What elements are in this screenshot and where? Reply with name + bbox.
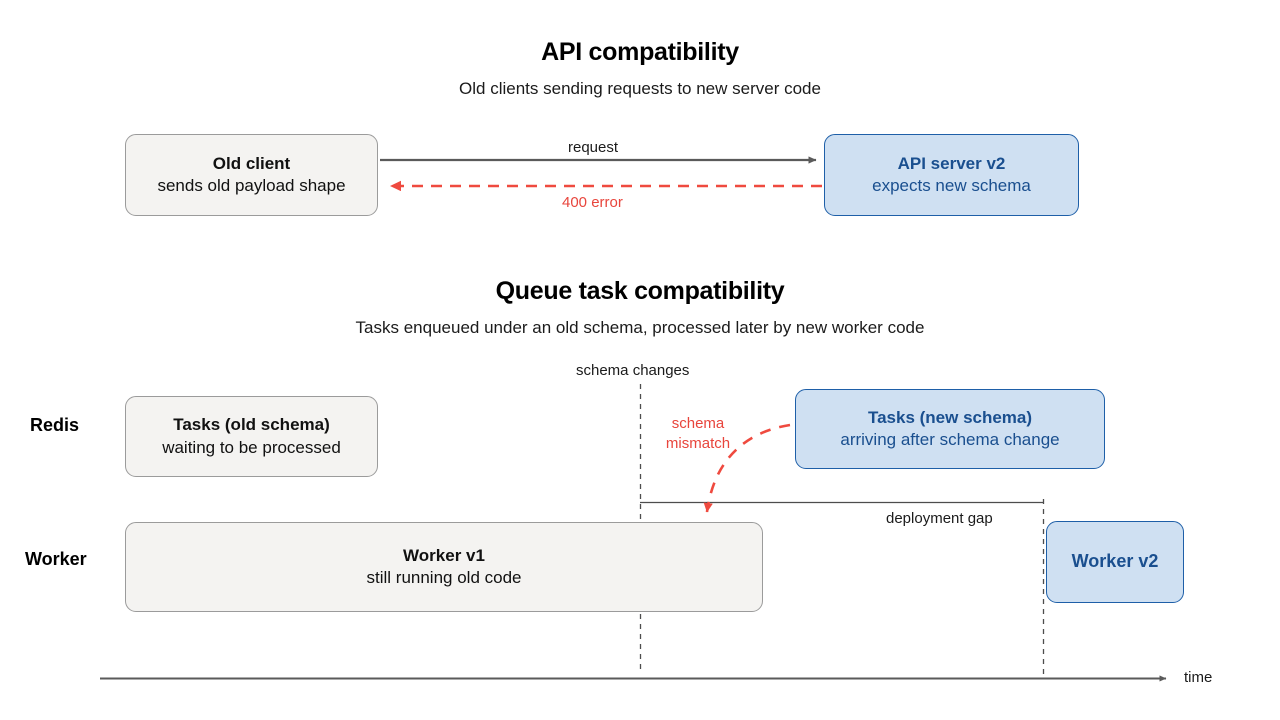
edge-label-request: request [568, 139, 619, 156]
node-tasks-new-schema[interactable]: Tasks (new schema) arriving after schema… [795, 389, 1105, 469]
node-api-server-title: API server v2 [897, 153, 1006, 173]
node-worker-v1-title: Worker v1 [403, 545, 485, 565]
node-tasks-old-title: Tasks (old schema) [173, 415, 330, 435]
schema-mismatch-line-1: schema [671, 415, 725, 432]
edge-label-400-error: 400 error [562, 194, 623, 211]
marker-label-schema-mismatch: schema mismatch [655, 414, 741, 455]
lane-label-redis: Redis [30, 415, 80, 435]
marker-label-deployment-gap: deployment gap [886, 510, 993, 527]
lane-label-worker: Worker [25, 549, 87, 569]
node-worker-v1[interactable]: Worker v1 still running old code [125, 522, 763, 612]
node-worker-v2[interactable]: Worker v2 [1046, 521, 1184, 603]
node-old-client-subtitle: sends old payload shape [157, 176, 346, 195]
node-tasks-old-schema[interactable]: Tasks (old schema) waiting to be process… [125, 396, 378, 477]
node-tasks-old-subtitle: waiting to be processed [162, 437, 341, 457]
api-section-subtitle: Old clients sending requests to new serv… [459, 79, 821, 98]
node-old-client[interactable]: Old client sends old payload shape [125, 134, 378, 216]
node-old-client-title: Old client [212, 153, 291, 173]
node-api-server-v2[interactable]: API server v2 expects new schema [824, 134, 1079, 216]
node-tasks-new-title: Tasks (new schema) [867, 407, 1033, 427]
schema-mismatch-line-2: mismatch [665, 435, 731, 453]
node-worker-v1-subtitle: still running old code [366, 568, 522, 587]
queue-section-subtitle: Tasks enqueued under an old schema, proc… [355, 318, 925, 337]
axis-label-time: time [1184, 669, 1213, 686]
node-tasks-new-subtitle: arriving after schema change [840, 430, 1060, 449]
marker-label-schema-changes: schema changes [576, 362, 690, 379]
api-section-title: API compatibility [541, 38, 739, 66]
node-worker-v2-title: Worker v2 [1071, 551, 1159, 572]
node-api-server-subtitle: expects new schema [872, 176, 1031, 195]
queue-section-title: Queue task compatibility [495, 277, 785, 305]
